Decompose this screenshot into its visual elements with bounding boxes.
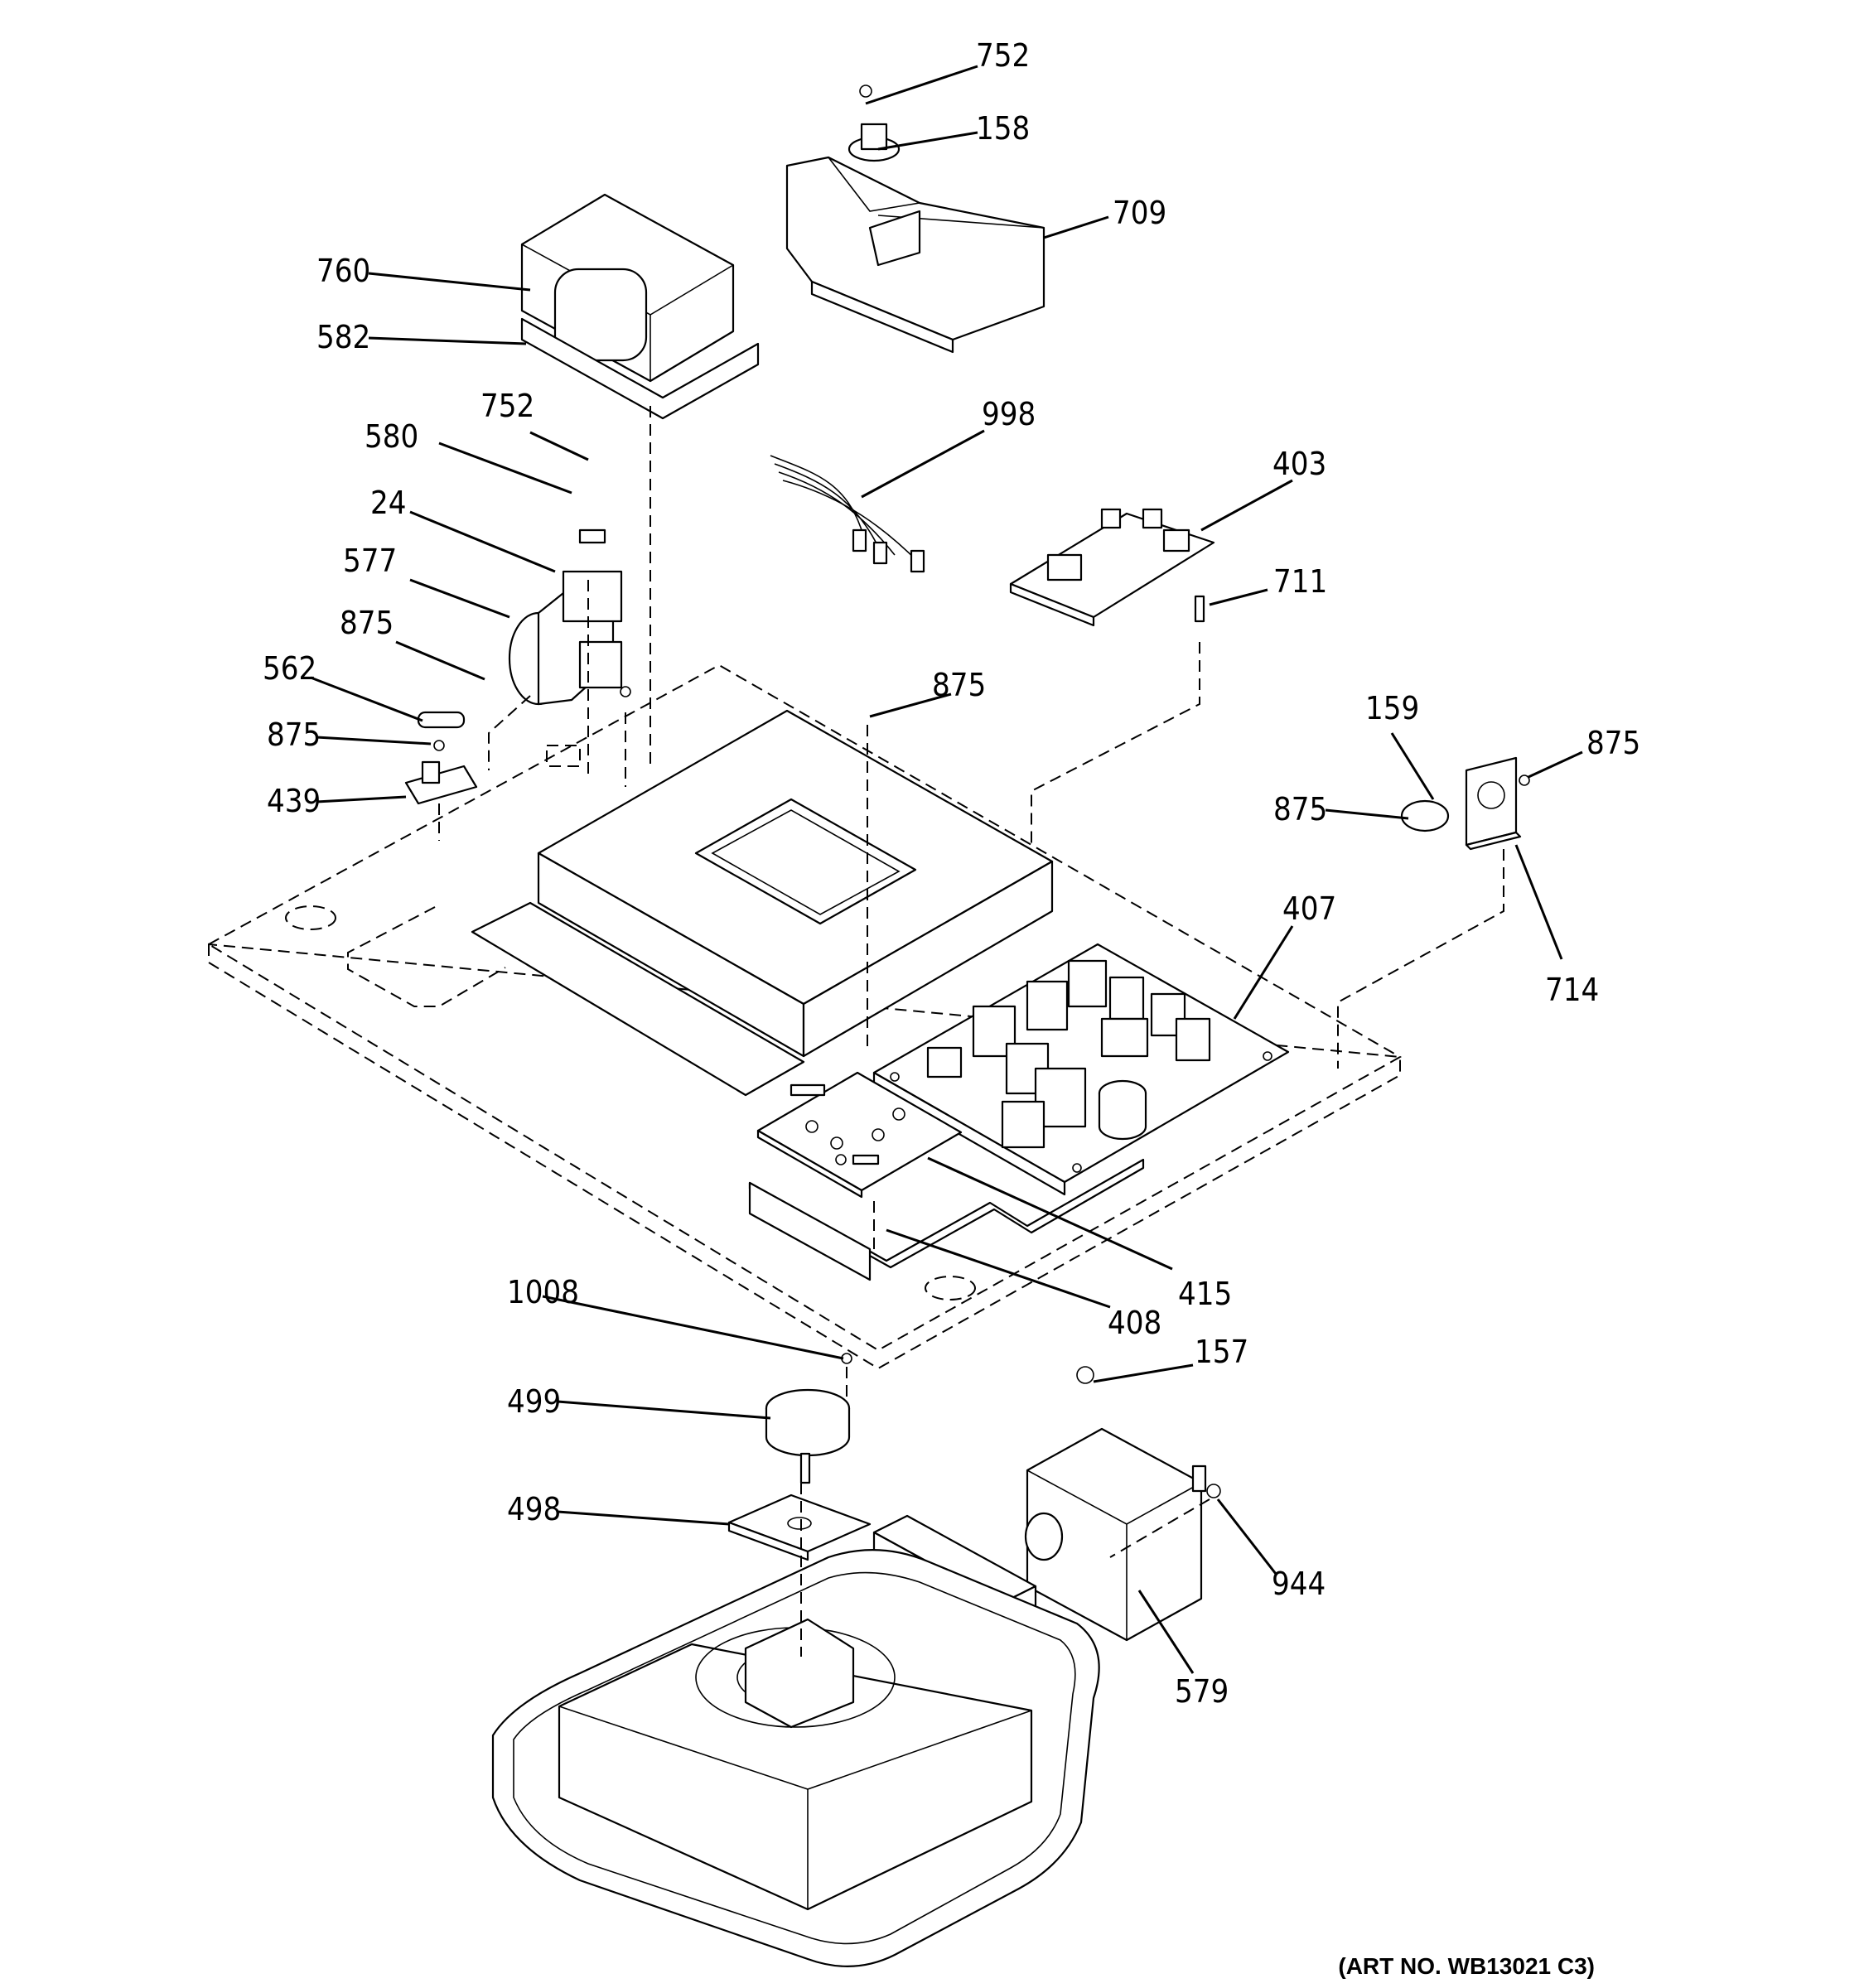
callout-159: 159	[1365, 690, 1419, 726]
callout-403: 403	[1272, 446, 1326, 482]
callout-998: 998	[982, 396, 1036, 432]
air-duct	[785, 156, 1045, 354]
bottom-tray	[491, 1549, 1100, 1967]
stirrer-motor	[765, 1353, 852, 1484]
base-plate-outline	[206, 663, 1403, 1370]
control-board	[756, 1071, 963, 1199]
callout-158: 158	[976, 110, 1030, 147]
sensor-bracket	[1400, 756, 1530, 851]
thermostat-158	[847, 84, 901, 162]
fuse-and-holder	[404, 711, 478, 805]
art-number: (ART NO. WB13021 C3)	[1338, 1953, 1595, 1979]
callout-752: 752	[976, 37, 1030, 74]
magnetron	[1024, 1366, 1221, 1642]
callout-875: 875	[932, 667, 986, 703]
callout-875: 875	[267, 717, 321, 753]
callout-580: 580	[365, 418, 418, 455]
callout-752: 752	[480, 388, 534, 424]
callout-499: 499	[507, 1383, 561, 1420]
callout-944: 944	[1272, 1566, 1326, 1602]
leader-lines	[310, 65, 1583, 1674]
callout-577: 577	[343, 543, 397, 579]
callout-415: 415	[1178, 1276, 1232, 1312]
assembly-dashed-lines	[438, 406, 1504, 1657]
power-board	[872, 943, 1290, 1196]
cavity-box	[471, 709, 1054, 1097]
callout-582: 582	[316, 319, 370, 355]
callout-711: 711	[1273, 563, 1327, 600]
callout-498: 498	[507, 1491, 561, 1527]
lower-bracket	[748, 1158, 1145, 1281]
callout-760: 760	[316, 253, 370, 289]
callout-875: 875	[340, 605, 394, 641]
callout-439: 439	[267, 783, 321, 819]
transformer	[520, 193, 760, 420]
stirrer-plate	[727, 1493, 872, 1561]
callout-875: 875	[1273, 791, 1327, 828]
relay-board	[1009, 508, 1215, 627]
callout-1008: 1008	[507, 1274, 579, 1310]
callout-709: 709	[1113, 195, 1166, 231]
wire-harness	[770, 455, 925, 573]
callout-407: 407	[1282, 890, 1336, 927]
callout-714: 714	[1545, 972, 1599, 1008]
callout-157: 157	[1195, 1334, 1248, 1370]
callout-562: 562	[263, 650, 316, 687]
callout-labels: 752 158 709 760 582 752 998 580 403 24 5…	[263, 37, 1640, 1710]
callout-579: 579	[1175, 1673, 1229, 1710]
callout-875: 875	[1586, 725, 1640, 761]
callout-408: 408	[1108, 1305, 1161, 1341]
callout-24: 24	[370, 485, 407, 521]
fan-motor	[508, 528, 631, 706]
